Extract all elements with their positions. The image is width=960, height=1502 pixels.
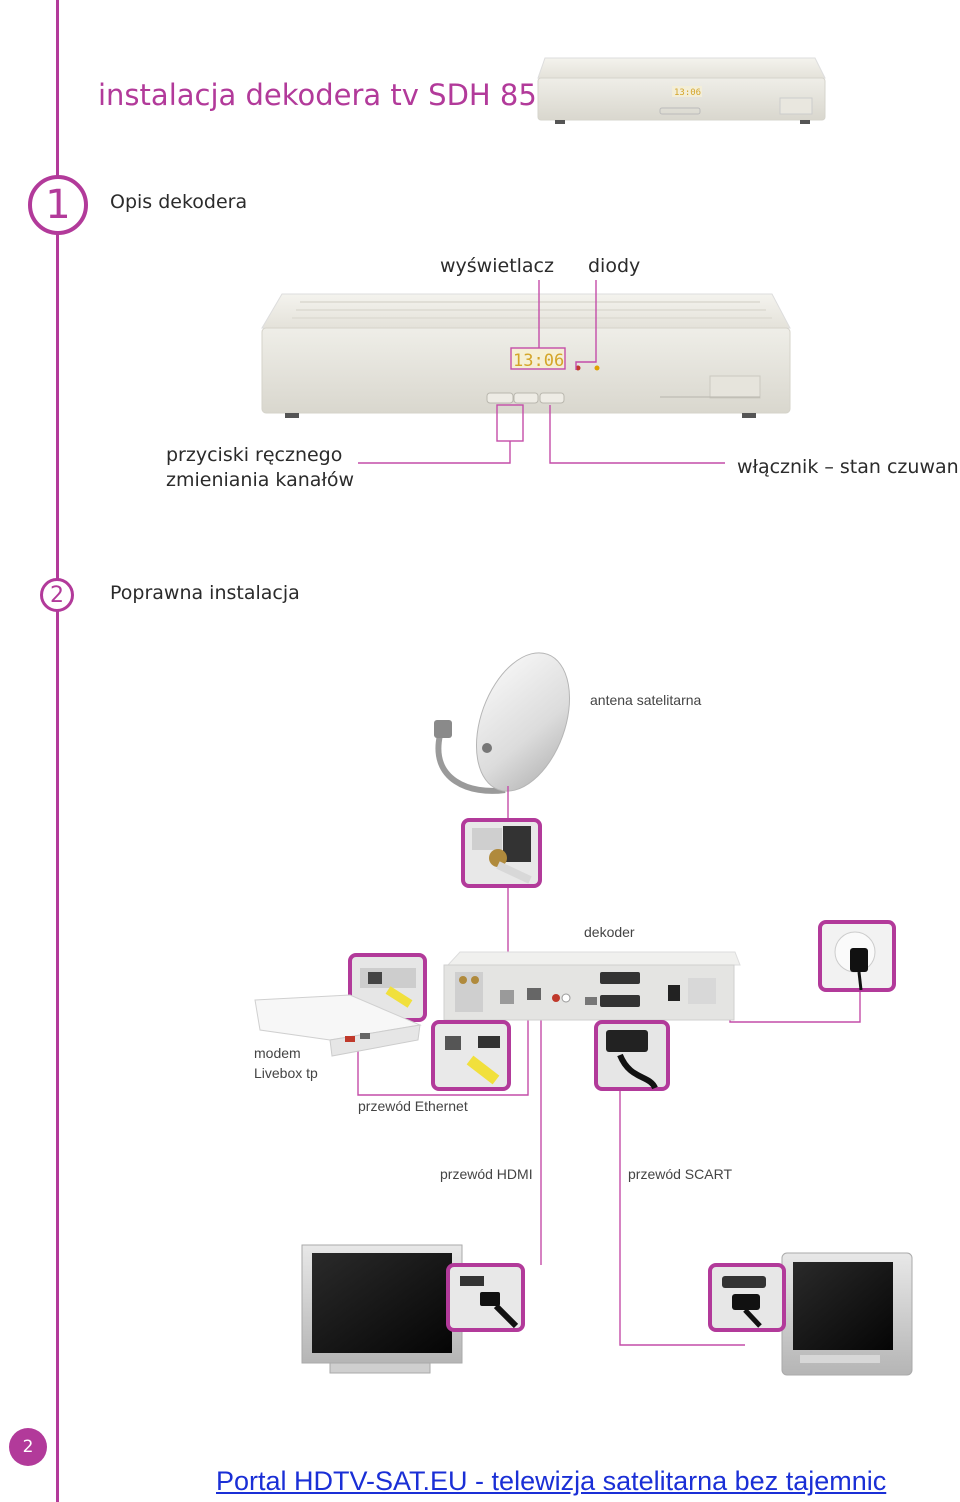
decoder-thumbnail: 13:06 — [537, 57, 826, 124]
step-1-marker: 1 — [28, 175, 88, 235]
crt-tv-illustration — [781, 1252, 913, 1376]
decoder-display-digits: 13:06 — [513, 351, 564, 371]
hdmi-plug-zoom — [446, 1263, 525, 1332]
step-1-label: Opis dekodera — [110, 191, 248, 213]
thumbnail-display-digits: 13:06 — [674, 88, 701, 98]
ethernet-hdmi-zoom — [431, 1020, 511, 1091]
label-ethernet-cable: przewód Ethernet — [358, 1098, 468, 1114]
flat-tv-illustration — [301, 1244, 463, 1374]
margin-rule — [56, 0, 59, 1502]
step-2-marker: 2 — [40, 578, 74, 612]
antenna-connector-zoom — [461, 818, 542, 888]
scart-connector-zoom — [594, 1020, 670, 1091]
label-scart-cable: przewód SCART — [628, 1166, 733, 1182]
modem-illustration — [254, 994, 422, 1057]
step-2-label: Poprawna instalacja — [110, 582, 300, 604]
callout-power: włącznik – stan czuwania — [737, 456, 960, 478]
callout-leds: diody — [588, 255, 641, 277]
label-antenna: antena satelitarna — [590, 692, 702, 708]
power-socket-zoom — [818, 920, 896, 992]
decoder-back-illustration — [443, 951, 741, 1021]
label-hdmi-cable: przewód HDMI — [440, 1166, 533, 1182]
label-modem-line2: Livebox tp — [254, 1065, 318, 1081]
callout-lines — [358, 280, 725, 464]
label-decoder: dekoder — [584, 924, 635, 940]
decoder-front-illustration: 13:06 — [261, 293, 791, 418]
footer-portal-link[interactable]: Portal HDTV-SAT.EU - telewizja satelitar… — [216, 1466, 887, 1496]
callout-buttons-line2: zmieniania kanałów — [166, 469, 354, 491]
satellite-dish-illustration — [434, 652, 571, 794]
page-number: 2 — [9, 1428, 47, 1466]
scart-plug-zoom — [708, 1263, 786, 1332]
page-title: instalacja dekodera tv SDH 85 — [98, 78, 537, 112]
callout-display: wyświetlacz — [440, 255, 554, 277]
label-modem-line1: modem — [254, 1045, 301, 1061]
callout-buttons-line1: przyciski ręcznego — [166, 444, 343, 466]
